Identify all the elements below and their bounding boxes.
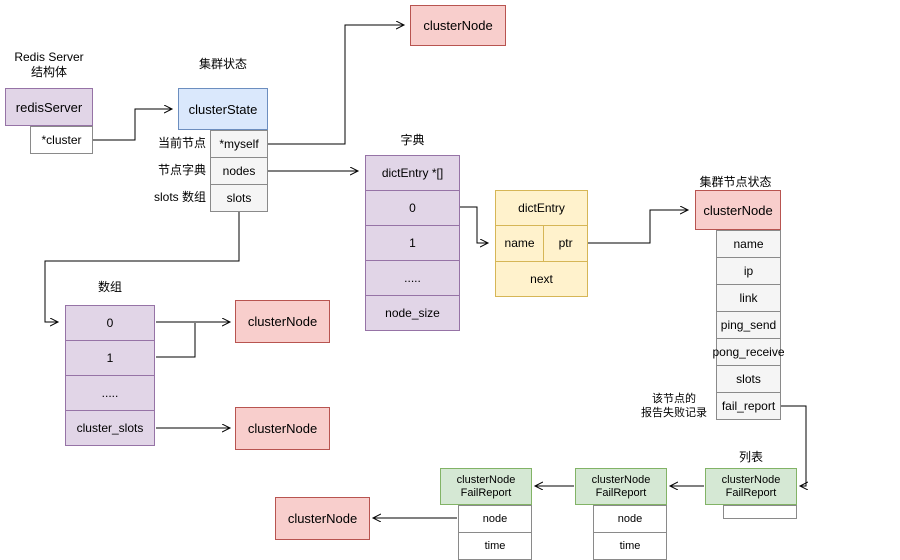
cluster-node-field-ping-send: ping_send [716,311,781,339]
fail-report-box-2-title-line2: FailReport [595,486,647,499]
dictionary-row-1: 1 [365,225,460,261]
annotation-slots-array: slots 数组 [153,190,206,204]
cluster-node-field-ip: ip [716,257,781,285]
dictionary-row-ellipsis: ..... [365,260,460,296]
fail-report-box-1-fields: node time [458,505,532,560]
redis-server-caption-line2: 结构体 [30,65,67,79]
annotation-current-node: 当前节点 [157,136,206,150]
annotation-node-dict: 节点字典 [157,163,206,177]
redis-server-box: redisServer [5,88,93,126]
dict-entry-next-cell: next [530,271,553,286]
fail-report-box-1-field-time: time [458,532,532,560]
fail-report-box-2-field-time: time [593,532,667,560]
cluster-state-field-nodes: nodes [210,157,268,185]
arrow-myself-to-top-clusternode [268,25,404,145]
dict-entry-cells: name ptr [496,225,587,262]
fail-report-box-1-title-line1: clusterNode [456,473,516,486]
cluster-state-field-myself: *myself [210,130,268,158]
dict-entry-name-cell: name [496,226,545,261]
dict-entry-title: dictEntry [518,201,565,216]
fail-report-box-1: clusterNode FailReport [440,468,532,505]
top-cluster-node-box: clusterNode [410,5,506,46]
fail-cluster-node-box: clusterNode [275,497,370,540]
fail-report-box-2-field-node: node [593,505,667,533]
fail-report-box-2-title-line1: clusterNode [591,473,651,486]
cluster-node-field-name: name [716,230,781,258]
cluster-state-fields: *myself nodes slots [210,130,268,212]
dict-entry-box: dictEntry name ptr next [495,190,588,297]
array-cluster-node-2: clusterNode [235,407,330,450]
dictionary-row-0: 0 [365,190,460,226]
array-cluster-node-1: clusterNode [235,300,330,343]
cluster-node-field-fail-report: fail_report [716,392,781,420]
cluster-node-detail-fields: name ip link ping_send pong_receive slot… [712,230,785,420]
cluster-state-field-slots: slots [210,184,268,212]
dictionary-row-node-size: node_size [365,295,460,331]
cluster-node-field-pong-receive: pong_receive [712,338,785,366]
arrow-array1-junction [156,323,196,358]
cluster-node-detail-header: clusterNode [695,190,781,230]
fail-report-annotation: 该节点的 报告失败记录 [634,392,714,420]
fail-report-box-2-fields: node time [593,505,667,560]
cluster-node-field-slots: slots [716,365,781,393]
cluster-node-field-link: link [716,284,781,312]
cluster-field-box: *cluster [30,126,93,154]
redis-server-caption: Redis Server 结构体 [5,50,93,80]
cluster-state-caption: 集群状态 [198,57,247,71]
arrow-dictionary-to-dictentry [460,206,488,243]
dictionary-box: dictEntry *[] 0 1 ..... node_size [365,155,460,331]
cluster-node-detail-caption: 集群节点状态 [699,175,772,189]
redis-server-caption-line1: Redis Server [14,50,84,64]
array-row-ellipsis: ..... [65,375,155,411]
arrow-ptr-to-clusternode-detail [588,210,688,244]
fail-report-box-3: clusterNode FailReport [705,468,797,505]
fail-report-list-caption: 列表 [738,450,763,464]
dict-entry-ptr-cell: ptr [558,236,573,251]
fail-report-box-3-row-stub [723,505,797,519]
fail-report-annotation-line1: 该节点的 [652,393,696,405]
fail-report-box-3-title-line1: clusterNode [721,473,781,486]
array-row-cluster-slots: cluster_slots [65,410,155,446]
array-row-0: 0 [65,305,155,341]
cluster-state-box: clusterState [178,88,268,130]
fail-report-box-1-field-node: node [458,505,532,533]
dictionary-caption: 字典 [400,133,425,147]
fail-report-box-1-title-line2: FailReport [460,486,512,499]
array-caption: 数组 [97,280,122,294]
array-box: 0 1 ..... cluster_slots [65,305,155,446]
array-row-1: 1 [65,340,155,376]
fail-report-box-3-title-line2: FailReport [725,486,777,499]
fail-report-annotation-line2: 报告失败记录 [641,407,707,419]
fail-report-box-2: clusterNode FailReport [575,468,667,505]
dictionary-row-entries: dictEntry *[] [365,155,460,191]
